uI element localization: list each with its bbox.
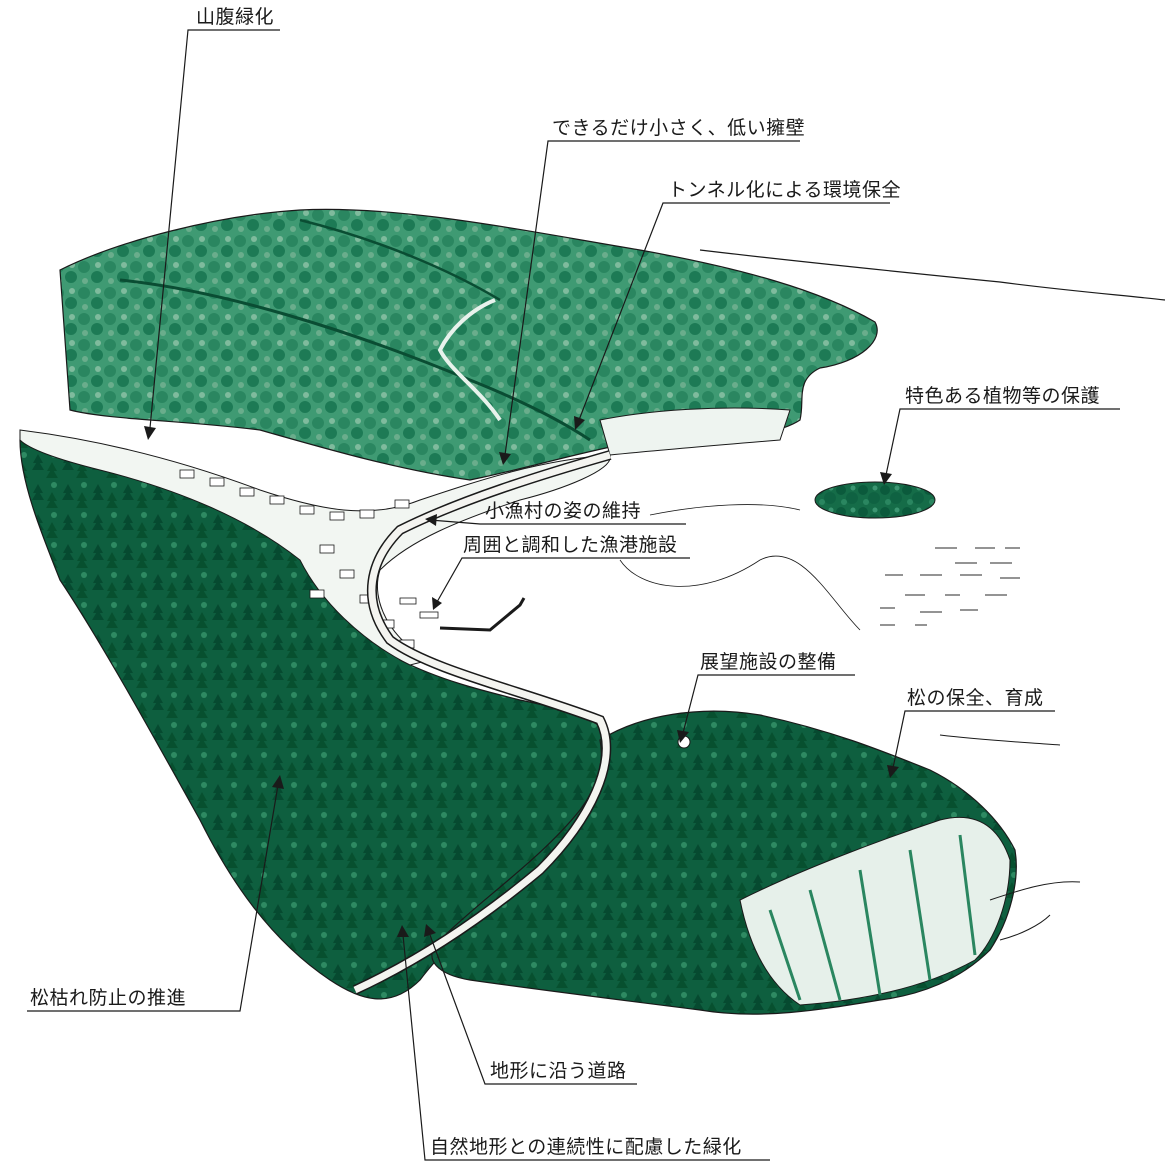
label-low-retaining-wall: できるだけ小さく、低い擁壁 xyxy=(552,117,806,139)
label-plant-protection: 特色ある植物等の保護 xyxy=(905,385,1101,407)
harbor-breakwater xyxy=(439,597,526,632)
village-strip xyxy=(19,429,611,666)
label-tunnel-environment: トンネル化による環境保全 xyxy=(668,179,902,201)
water-current xyxy=(649,504,801,516)
label-harbor-facility: 周囲と調和した漁港施設 xyxy=(463,534,678,556)
label-pine-conservation: 松の保全、育成 xyxy=(907,687,1044,709)
sea-ripples xyxy=(880,547,1020,626)
water-current xyxy=(619,555,861,631)
label-fishing-village: 小漁村の姿の維持 xyxy=(485,500,642,522)
ridge-line xyxy=(119,278,591,442)
label-hillside-greening: 山腹緑化 xyxy=(196,6,275,28)
callout-arrowheads xyxy=(144,416,899,937)
cliff-strata xyxy=(768,834,977,1001)
upper-cliff xyxy=(599,407,791,456)
callout-leaders xyxy=(27,29,1120,1161)
ridge-line xyxy=(299,218,501,302)
label-pine-wilt-prevention: 松枯れ防止の推進 xyxy=(30,987,187,1009)
distant-shoreline xyxy=(699,249,1166,301)
village-houses xyxy=(179,469,415,649)
road-surface xyxy=(353,451,611,994)
small-island xyxy=(814,481,936,519)
valley-stream xyxy=(437,298,502,422)
fishing-boats xyxy=(399,597,439,619)
distant-coast xyxy=(939,734,1061,746)
label-continuous-greening: 自然地形との連続性に配慮した緑化 xyxy=(430,1136,742,1158)
label-observation-facility: 展望施設の整備 xyxy=(700,651,837,673)
right-shoreline xyxy=(989,881,1081,941)
label-terrain-road: 地形に沿う道路 xyxy=(490,1060,627,1082)
right-cliff-face xyxy=(739,816,1011,1006)
